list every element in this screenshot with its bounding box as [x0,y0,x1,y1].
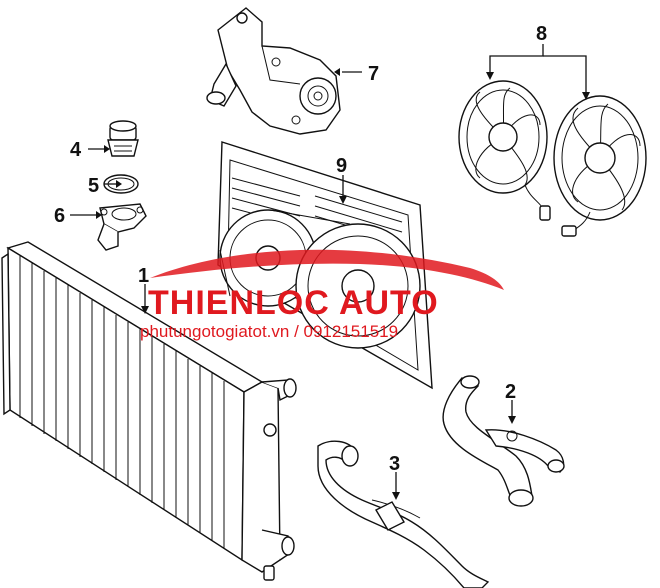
thermostat-part [107,120,139,157]
lower-hose-part [317,440,490,588]
callout-6: 6 [54,205,65,227]
watermark-brand: THIENLOC AUTO [148,284,439,322]
callout-5: 5 [88,175,99,197]
upper-hose-part [442,375,565,507]
cooling-fan-right-part [553,95,647,237]
callout-labels: 1 2 3 4 5 6 7 8 9 [54,23,547,475]
radiator-part [1,241,297,581]
watermark-car-swoosh-icon [150,249,504,290]
thermostat-housing-part [97,203,147,251]
callout-2: 2 [505,381,516,403]
watermark-contact: phutungotogiatot.vn / 0912151519 [140,322,398,341]
watermark: THIENLOC AUTO phutungotogiatot.vn / 0912… [140,249,504,341]
callout-4: 4 [70,139,82,161]
callout-8: 8 [536,23,547,45]
callout-3: 3 [389,453,400,475]
callout-9: 9 [336,155,347,177]
leader-lines [70,44,590,500]
cooling-fan-left-part [458,80,551,221]
callout-1: 1 [138,265,149,287]
callout-7: 7 [368,63,379,85]
water-pump-part [206,7,341,135]
